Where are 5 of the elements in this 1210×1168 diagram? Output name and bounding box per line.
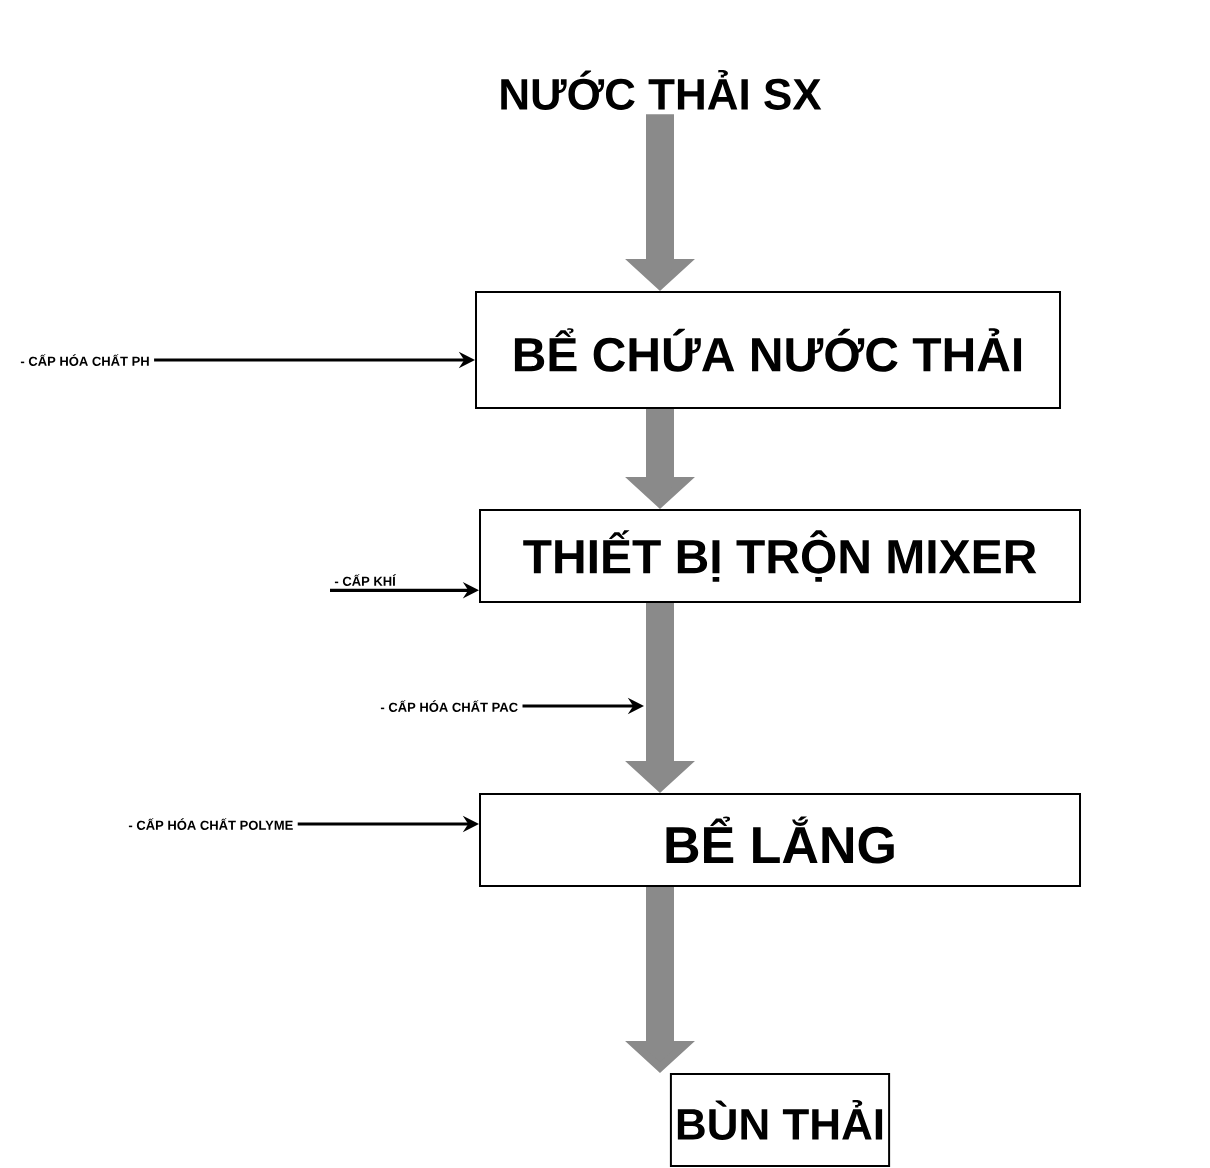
process-box: BÙN THẢI [669, 1073, 891, 1167]
process-box: THIẾT BỊ TRỘN MIXER [479, 509, 1081, 603]
process-box: BỂ LẮNG [479, 793, 1081, 887]
title-text: NƯỚC THẢI SX [501, 70, 822, 110]
process-box: BỂ CHỨA NƯỚC THẢI [475, 291, 1061, 409]
